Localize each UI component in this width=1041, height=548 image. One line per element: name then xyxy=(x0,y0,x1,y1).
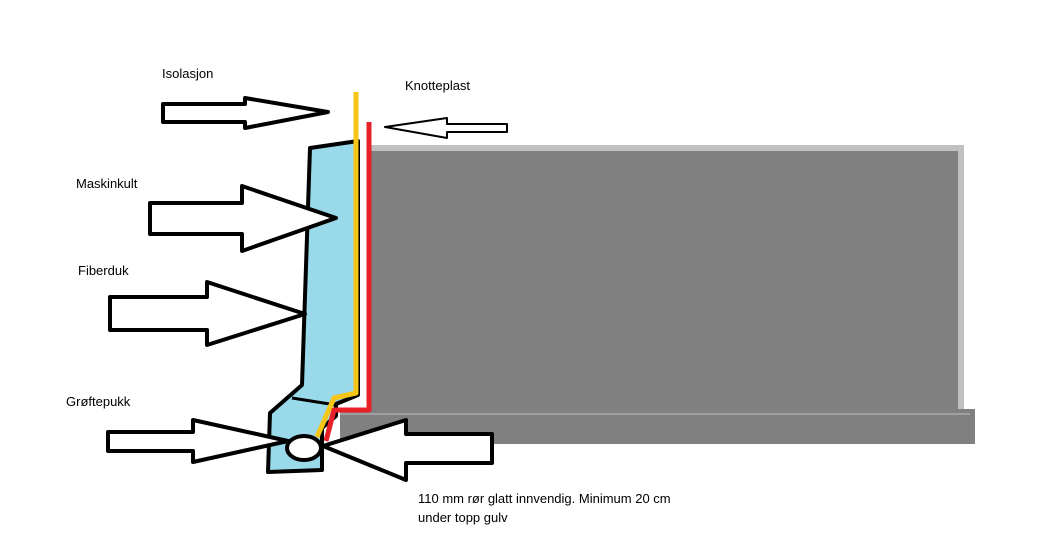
fiberduk-label: Fiberduk xyxy=(78,263,129,278)
foundation-wall xyxy=(370,151,958,411)
isolasjon-arrow xyxy=(161,96,330,130)
maskinkult-label: Maskinkult xyxy=(76,176,138,191)
pipe-note-line1: 110 mm rør glatt innvendig. Minimum 20 c… xyxy=(418,491,671,506)
dimple-membrane xyxy=(323,122,372,442)
knotteplast-arrow xyxy=(384,117,508,139)
isolasjon-label: Isolasjon xyxy=(162,66,214,81)
groftepukk-label: Grøftepukk xyxy=(66,394,131,409)
groftepukk-arrow xyxy=(106,418,290,464)
drain-pipe xyxy=(285,434,323,462)
gravel-layer-line xyxy=(291,396,337,407)
pipe-note-line2: under topp gulv xyxy=(418,510,508,525)
fiberduk-arrow xyxy=(108,280,307,347)
maskinkult-arrow xyxy=(148,184,338,253)
knotteplast-label: Knotteplast xyxy=(405,78,471,93)
pipe-note: 110 mm rør glatt innvendig. Minimum 20 c… xyxy=(418,489,718,527)
insulation-layer xyxy=(314,92,359,438)
pipe-note-arrow xyxy=(321,418,494,482)
